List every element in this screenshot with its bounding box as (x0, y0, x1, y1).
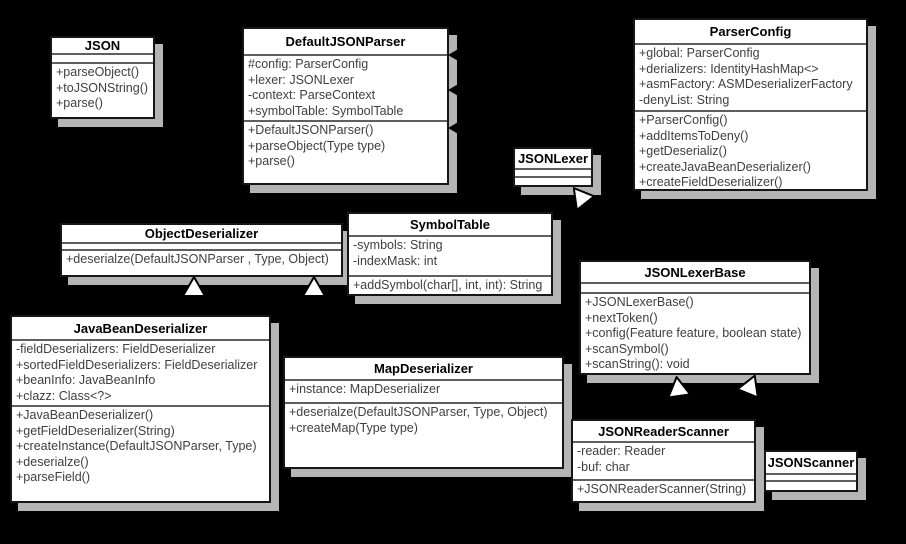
class-title: JSONLexerBase (644, 264, 746, 280)
inheritance-arrow-icon (181, 276, 207, 297)
attribute-entry: +global: ParserConfig (639, 46, 760, 60)
class-title: JSONLexer (517, 151, 589, 166)
method-entry: +nextToken() (585, 310, 658, 325)
class-box-json-lexer-base[interactable]: JSONLexerBase +JSONLexerBase() +nextToke… (579, 260, 811, 375)
attributes-compartment: +global: ParserConfig +derializers: Iden… (635, 43, 866, 110)
methods-compartment: +JavaBeanDeserializer() +getFieldDeseria… (12, 405, 269, 501)
method-entry: +getFieldDeserializer(String) (16, 423, 175, 438)
attributes-compartment: -reader: Reader -buf: char (573, 441, 754, 479)
method-entry: +deserialze(DefaultJSONParser, Type, Obj… (289, 405, 548, 419)
method-entry: +addSymbol(char[], int, int): String (353, 278, 543, 292)
attribute-entry: +instance: MapDeserializer (289, 382, 441, 396)
method-entry: +ParserConfig() (639, 113, 728, 127)
method-entry: +config(Feature feature, boolean state) (585, 326, 802, 340)
method-entry: +deserialze(DefaultJSONParser , Type, Ob… (66, 252, 329, 266)
attribute-entry: -fieldDeserializers: FieldDeserializer (16, 342, 216, 356)
class-title: ParserConfig (709, 24, 792, 39)
attribute-entry: +symbolTable: SymbolTable (248, 103, 404, 118)
method-entry: +deserialze() (16, 454, 89, 469)
association-arrowhead-icon (448, 48, 460, 62)
method-entry: +toJSONString() (56, 80, 149, 95)
methods-compartment: +ParserConfig() +addItemsToDeny() +getDe… (635, 110, 866, 193)
attributes-compartment: #config: ParserConfig +lexer: JSONLexer … (244, 54, 447, 120)
method-entry: +parse() (56, 96, 103, 110)
attributes-compartment (52, 53, 153, 62)
attributes-compartment: -symbols: String -indexMask: int (349, 235, 551, 275)
method-entry: +parseObject() (56, 65, 140, 79)
attribute-entry: +asmFactory: ASMDeserializerFactory (639, 77, 853, 91)
inheritance-arrow-icon (301, 276, 327, 297)
methods-compartment: +JSONLexerBase() +nextToken() +config(Fe… (581, 292, 809, 375)
attribute-entry: +beanInfo: JavaBeanInfo (16, 373, 156, 387)
attribute-entry: -context: ParseContext (248, 88, 376, 102)
attribute-entry: +clazz: Class<?> (16, 388, 112, 403)
inheritance-arrow-icon (572, 186, 597, 212)
attribute-entry: +sortedFieldDeserializers: FieldDeserial… (16, 357, 258, 372)
class-title: SymbolTable (410, 217, 490, 232)
class-title: JSONScanner (767, 455, 855, 470)
method-entry: +createInstance(DefaultJSONParser, Type) (16, 439, 257, 453)
attributes-compartment: +instance: MapDeserializer (285, 379, 562, 402)
method-entry: +JavaBeanDeserializer() (16, 408, 154, 422)
association-arrowhead-icon (448, 83, 460, 97)
method-entry: +createFieldDeserializer() (639, 175, 783, 189)
attributes-compartment (62, 242, 341, 249)
attribute-entry: -denyList: String (639, 92, 730, 107)
inheritance-arrow-icon (666, 375, 693, 399)
attributes-compartment (766, 473, 856, 480)
methods-compartment: +JSONReaderScanner(String) (573, 479, 754, 501)
method-entry: +scanString(): void (585, 357, 690, 371)
attribute-entry: #config: ParserConfig (248, 57, 369, 71)
method-entry: +parseField() (16, 470, 90, 484)
methods-compartment: +DefaultJSONParser() +parseObject(Type t… (244, 120, 447, 183)
methods-compartment (766, 480, 856, 490)
methods-compartment: +deserialze(DefaultJSONParser , Type, Ob… (62, 249, 341, 275)
method-entry: +parseObject(Type type) (248, 138, 386, 153)
class-box-default-json-parser[interactable]: DefaultJSONParser #config: ParserConfig … (242, 27, 449, 185)
class-box-object-deserializer[interactable]: ObjectDeserializer +deserialze(DefaultJS… (60, 223, 343, 277)
attributes-compartment (515, 168, 591, 176)
class-box-json-reader-scanner[interactable]: JSONReaderScanner -reader: Reader -buf: … (571, 419, 756, 503)
attribute-entry: +lexer: JSONLexer (248, 72, 354, 87)
association-arrowhead-icon (448, 121, 460, 135)
methods-compartment: +deserialze(DefaultJSONParser, Type, Obj… (285, 402, 562, 467)
class-box-symbol-table[interactable]: SymbolTable -symbols: String -indexMask:… (347, 212, 553, 296)
class-box-json-scanner[interactable]: JSONScanner (764, 450, 858, 492)
class-title: ObjectDeserializer (144, 226, 259, 241)
method-entry: +parse() (248, 154, 295, 168)
methods-compartment: +parseObject() +toJSONString() +parse() (52, 62, 153, 117)
method-entry: +addItemsToDeny() (639, 128, 749, 143)
class-title: JSONReaderScanner (598, 423, 729, 439)
class-box-map-deserializer[interactable]: MapDeserializer +instance: MapDeserializ… (283, 356, 564, 469)
class-box-json[interactable]: JSON +parseObject() +toJSONString() +par… (50, 36, 155, 119)
attribute-entry: +derializers: IdentityHashMap<> (639, 61, 819, 76)
attribute-entry: -symbols: String (353, 238, 443, 252)
class-box-parser-config[interactable]: ParserConfig +global: ParserConfig +deri… (633, 18, 868, 191)
inheritance-arrow-icon (735, 373, 760, 400)
attributes-compartment: -fieldDeserializers: FieldDeserializer +… (12, 339, 269, 405)
class-box-json-lexer[interactable]: JSONLexer (513, 147, 593, 187)
class-title: JSON (84, 38, 121, 53)
class-title: DefaultJSONParser (285, 34, 406, 49)
class-title: JavaBeanDeserializer (73, 320, 208, 336)
method-entry: +createJavaBeanDeserializer() (639, 159, 811, 174)
class-title: MapDeserializer (374, 361, 473, 376)
attribute-entry: -reader: Reader (577, 444, 666, 458)
method-entry: +createMap(Type type) (289, 420, 418, 435)
method-entry: +JSONReaderScanner(String) (577, 482, 747, 496)
method-entry: +JSONLexerBase() (585, 295, 694, 309)
method-entry: +getDeserializ() (639, 144, 727, 158)
method-entry: +scanSymbol() (585, 341, 669, 356)
attribute-entry: -indexMask: int (353, 253, 438, 268)
attributes-compartment (581, 282, 809, 292)
methods-compartment (515, 176, 591, 185)
attribute-entry: -buf: char (577, 459, 630, 474)
method-entry: +DefaultJSONParser() (248, 123, 374, 137)
class-box-java-bean-deserializer[interactable]: JavaBeanDeserializer -fieldDeserializers… (10, 315, 271, 503)
methods-compartment: +addSymbol(char[], int, int): String (349, 275, 551, 296)
